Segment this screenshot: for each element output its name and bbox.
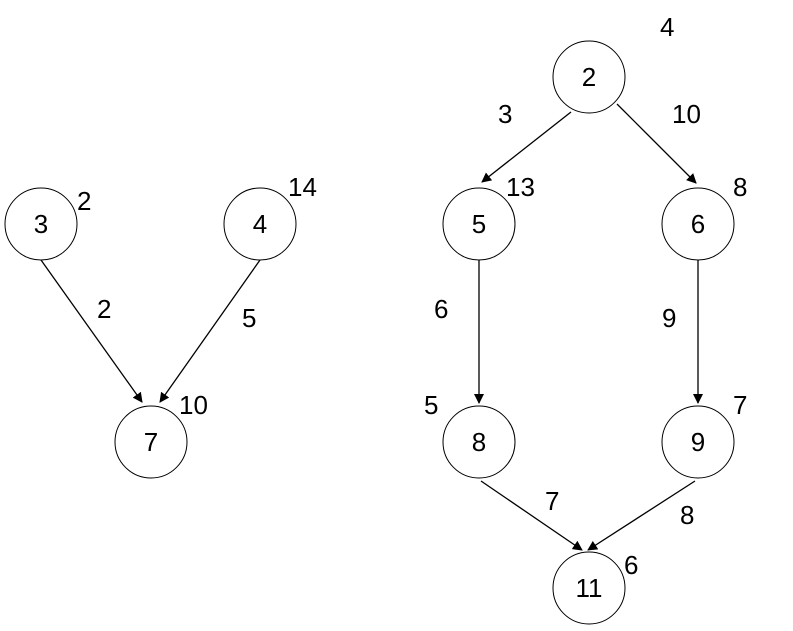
node-label: 7 [144,427,158,457]
edge-3-to-7 [40,259,143,403]
node-6: 6 [661,187,735,261]
edge-label-6-9: 9 [662,303,676,333]
node-weight-11: 6 [624,550,638,580]
node-label: 8 [472,427,486,457]
node-label: 2 [582,62,596,92]
nodes: 3 4 7 2 5 6 8 9 [4,40,735,625]
edge-label-8-11: 7 [545,486,559,516]
node-label: 11 [576,573,603,603]
edge-label-9-11: 8 [680,500,694,530]
node-8: 8 [442,405,516,479]
node-label: 6 [691,209,705,239]
node-label: 5 [472,209,486,239]
node-4: 4 [223,187,297,261]
node-weight-5: 13 [506,172,535,202]
edge-2-to-6 [616,103,697,184]
node-9: 9 [661,405,735,479]
node-11: 11 [552,551,626,625]
edge-8-to-11 [480,480,583,551]
node-weight-9: 7 [733,390,747,420]
node-weight-2: 4 [660,12,674,42]
edge-label-4-7: 5 [242,303,256,333]
node-weight-4: 14 [288,172,317,202]
node-5: 5 [442,187,516,261]
edge-label-3-7: 2 [97,294,111,324]
node-3: 3 [4,187,78,261]
node-label: 9 [691,427,705,457]
edges [40,103,703,551]
edge-labels: 2 5 3 10 6 9 7 8 [97,99,701,530]
edge-label-5-8: 6 [434,294,448,324]
edge-2-to-5 [481,111,572,183]
node-2: 2 [552,40,626,114]
node-7: 7 [114,405,188,479]
node-weights: 2 14 10 4 13 8 5 7 6 [77,12,747,580]
node-label: 3 [34,209,48,239]
node-weight-7: 10 [179,390,208,420]
node-weight-6: 8 [733,172,747,202]
node-label: 4 [253,209,267,239]
node-weight-8: 5 [424,390,438,420]
edge-9-to-11 [587,480,696,551]
edge-label-2-6: 10 [672,99,701,129]
edge-4-to-7 [159,259,261,403]
node-weight-3: 2 [77,186,91,216]
edge-label-2-5: 3 [498,99,512,129]
